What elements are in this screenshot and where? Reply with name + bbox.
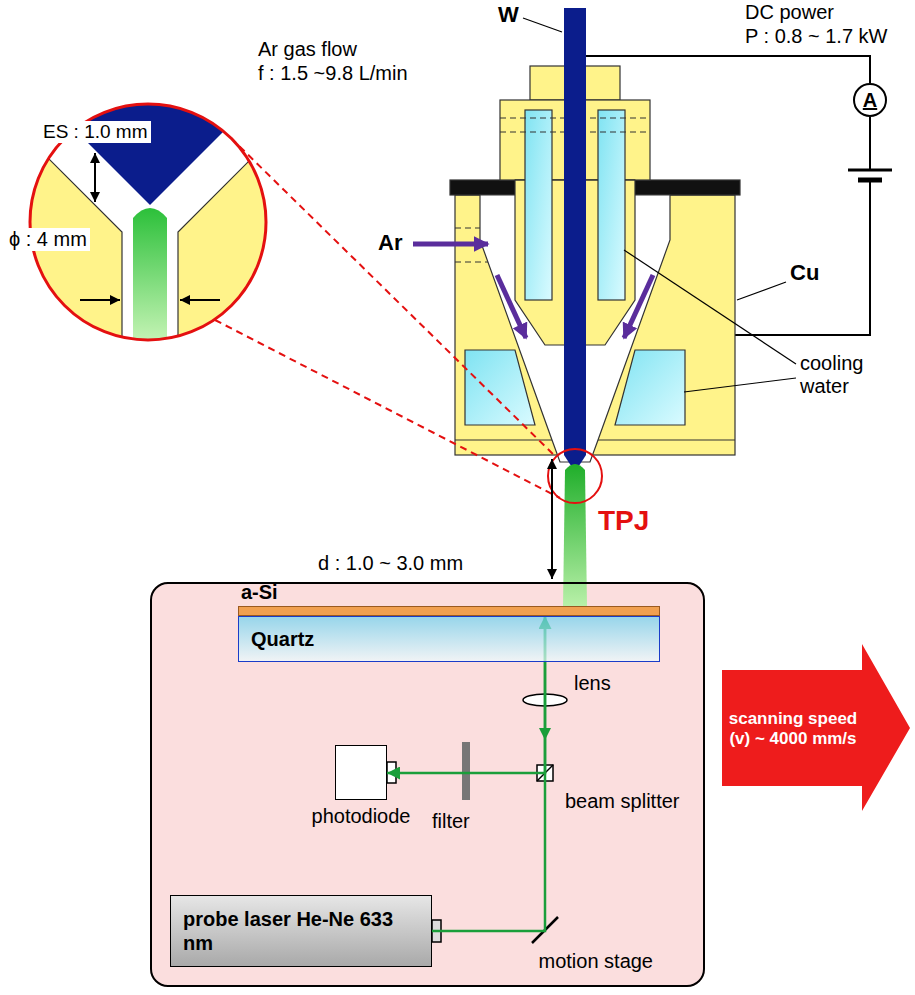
dimension: ES : 1.0 mm: [40, 121, 151, 143]
dc-battery: [858, 178, 882, 183]
dimension: ϕ : 4 mm: [6, 228, 90, 251]
nozzle-inset: [133, 208, 167, 345]
leader-line: [737, 282, 786, 300]
plasma-jet: [563, 464, 587, 606]
note: DC power: [745, 1, 834, 24]
dc-battery: [848, 170, 892, 180]
torch-body: [525, 110, 552, 300]
part-name: cooling water: [800, 352, 900, 398]
a-si-film: a-Si: [238, 606, 660, 616]
gas-flow-arrow: [413, 244, 653, 338]
ammeter-symbol-label: A: [863, 89, 877, 112]
wire: [586, 56, 870, 83]
part-name: lens: [574, 672, 611, 695]
motion-stage: motion stage a-SiQuartz photodiode probe la…: [150, 582, 705, 987]
leader-line: [523, 18, 796, 392]
nozzle-inset: [0, 60, 300, 360]
zoom-leader: [231, 138, 556, 457]
motion-stage-ground: [150, 582, 705, 987]
scanning-arrow: scanning speed (v) ~ 4000 mm/s: [722, 640, 912, 815]
scanning-arrow-label: scanning speed (v) ~ 4000 mm/s: [726, 674, 860, 784]
torch-body: [465, 350, 535, 425]
photodiode-label: photodiode: [312, 805, 411, 828]
dc-battery: [848, 169, 892, 172]
nozzle-inset: [80, 299, 120, 301]
tungsten-electrode: [564, 8, 586, 472]
arrow-shape: [722, 644, 910, 811]
part-name: TPJ: [598, 505, 649, 537]
motion-stage-label: motion stage: [538, 950, 653, 973]
a-si-film-label: a-Si: [241, 581, 278, 604]
gas-flow-arrow: [624, 275, 653, 338]
probe-laser-label: probe laser He-Ne 633 nm: [183, 907, 419, 955]
gas-flow-arrow: [497, 275, 526, 338]
dimension: d : 1.0 ~ 3.0 mm: [318, 552, 463, 575]
part-name: filter: [432, 810, 470, 833]
zoom-circle: [548, 449, 602, 503]
filter: [462, 742, 470, 800]
quartz-substrate: Quartz: [238, 616, 660, 662]
torch-body: [615, 350, 685, 425]
part-name: Ar: [378, 230, 402, 255]
dimension-arrow: [551, 459, 553, 579]
part-name: W: [498, 2, 519, 27]
torch-body: [450, 66, 740, 462]
part-name: Cu: [790, 260, 819, 285]
leader-line: [684, 378, 796, 392]
nozzle-inset: [30, 104, 266, 340]
zoom-leader: [215, 320, 560, 498]
zoom-leader: [215, 138, 560, 498]
part-name: beam splitter: [565, 790, 680, 813]
leader-line: [624, 250, 796, 364]
parameter: f : 1.5 ~9.8 L/min: [258, 62, 408, 85]
photodiode: photodiode: [335, 745, 387, 800]
dimension-arrow: [551, 459, 553, 579]
leader-line: [523, 18, 562, 32]
wire: [735, 180, 870, 335]
probe-laser: probe laser He-Ne 633 nm: [170, 895, 432, 967]
nozzle-inset: [0, 60, 300, 360]
ammeter-symbol: A: [853, 83, 887, 117]
nozzle-inset: [94, 153, 96, 202]
wire: [869, 117, 871, 170]
torch-body: [598, 110, 625, 300]
quartz-substrate-label: Quartz: [251, 628, 314, 651]
nozzle-inset: [180, 299, 220, 301]
tungsten-electrode: [564, 8, 586, 455]
parameter: P : 0.8 ~ 1.7 kW: [745, 25, 887, 48]
gas-flow-arrow: [413, 242, 488, 247]
note: Ar gas flow: [258, 38, 357, 61]
